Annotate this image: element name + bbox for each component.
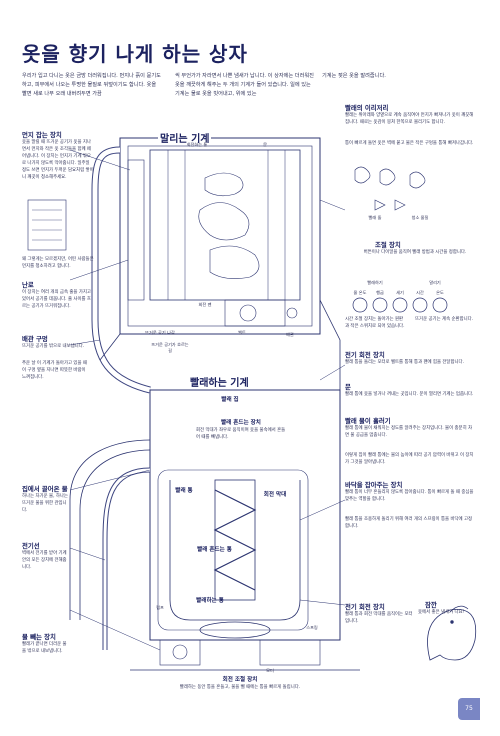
pipe-text-2: 추운 날 이 기계가 돌아가고 있을 때 이 구멍 옆을 지나면 따뜻한 바람이… — [22, 361, 87, 380]
control-sub-4: 시간 — [416, 290, 424, 295]
clothes-label-2: 청소 물질 — [411, 215, 429, 220]
label-tub: 빨래하는 통 — [196, 598, 224, 604]
plug-title: 집에서 끌어온 물 — [22, 485, 68, 493]
intro-col-3: 기계는 젖은 옷을 말려줍니다. — [322, 73, 386, 79]
lint-box-caption: 왜 그렇게는 모르겠지만, 어떤 사람들은 먼지를 청소하려고 합니다. — [22, 257, 94, 269]
control-sub-2: 헹굼 — [376, 290, 384, 295]
label-motor: 모터 — [266, 668, 274, 673]
motor2-title: 전기 회전 장치 — [345, 603, 385, 611]
pipe-title: 배관 구멍 — [22, 335, 48, 343]
control-caption-2: 뜨거운 공기는 계속 순환합니다. — [415, 317, 474, 322]
door-title: 문 — [345, 383, 351, 391]
clothes-label-1: 빨래 돌 — [368, 215, 382, 220]
control-sub-5: 온도 — [436, 290, 444, 295]
dryer-cabinet — [119, 137, 321, 335]
twin-text: 빨래 통이 너무 흔들리지 않도록 잡아줍니다. 통이 빠르게 돌 때 중심을 … — [345, 490, 474, 502]
control-title: 조절 장치 — [375, 241, 401, 249]
section-dryer: 말리는 기계 — [158, 130, 212, 145]
washer-cabinet — [149, 389, 341, 641]
control-sub-1: 물 온도 — [353, 290, 367, 295]
control-text: 버튼이나 다이얼을 움직여 빨래 방법과 시간을 정합니다. — [363, 250, 467, 255]
washer-drum-label: 회전 조절 장치 — [222, 677, 258, 683]
belt-title: 빨래 물이 흘러기 — [345, 417, 391, 425]
twin-text-2: 빨래 통을 조용하게 돌리기 위해 여러 개의 스프링이 통을 바닥에 고정합니… — [345, 517, 473, 529]
lint-title: 먼지 잡는 장치 — [22, 131, 62, 139]
control-dial-1: 빨래하기 — [367, 280, 383, 285]
squirrel-text: 옷에서 좋은 냄새가 나요! — [418, 610, 465, 615]
washer-motor-title: 빨래 흔드는 장치 — [221, 420, 261, 426]
twin-title: 바닥을 잡아주는 장치 — [345, 481, 403, 489]
label-lid-top: 빨래 집 — [221, 397, 239, 403]
lint-text: 옷을 말릴 때 뜨거운 공기가 옷을 지나면서 먼지와 작은 옷 조각들을 함께… — [22, 140, 94, 180]
label-airflow: 뜨거운 공기가 흐르는 길 — [151, 342, 189, 353]
squirrel-title: 잠깐 — [425, 601, 437, 609]
washer-motor-text: 회전 막대가 좌우로 움직이며 옷을 물속에서 흔들어 때를 빼냅니다. — [196, 428, 286, 440]
plug-text: 하나는 차가운 물, 하나는 뜨거운 물을 위한 관입니다. — [22, 494, 68, 513]
page-title: 옷을 향기 나게 하는 상자 — [22, 42, 248, 66]
control-sub-3: 세기 — [396, 290, 404, 295]
crossing-text: 빨래는 위아래와 양옆으로 계속 움직여야 먼지가 빠져나가 옷이 깨끗해집니다… — [345, 113, 474, 125]
label-spring: 스프링 — [306, 625, 318, 630]
label-pump: 펌프 — [156, 605, 164, 610]
power-text: 벽에서 전기를 받아 기계 안의 모든 장치에 전해줍니다. — [22, 551, 67, 570]
label-door: 문 — [263, 142, 267, 147]
label-hose: 빨래 통 — [175, 488, 193, 494]
label-dryer-vent: 뜨거운 공기 나감 — [145, 330, 175, 335]
pipe-text: 뜨거운 공기를 밖으로 내보냅니다. — [22, 344, 85, 349]
heater-title: 난로 — [22, 281, 34, 289]
label-tube: 배관 — [286, 332, 294, 337]
intro-col-1: 우리가 입고 다니는 옷은 금방 더러워집니다. 먼지나 흙이 묻기도 하고, … — [22, 73, 161, 97]
label-belt: 벨트 — [238, 330, 246, 335]
electric-title: 전기 회전 장치 — [345, 351, 385, 359]
page-number: 75 — [458, 698, 480, 720]
drain-title: 물 빼는 장치 — [22, 633, 56, 641]
dryer-drum — [149, 149, 301, 301]
crossing-text-2: 통이 빠르게 돌면 옷은 벽에 붙고 물은 작은 구멍을 통해 빠져나갑니다. — [345, 141, 474, 146]
belt-text: 빨래 통에 물이 채워지는 정도를 알려주는 장치입니다. 물이 충분히 차면 … — [345, 426, 473, 438]
washer-tub — [169, 480, 301, 621]
drain-text: 빨래가 끝나면 더러운 물을 밖으로 내보냅니다. — [22, 642, 67, 654]
power-title: 전기선 — [22, 542, 40, 550]
heater-text: 이 장치는 여러 개의 금속 줄을 가지고 있어서 공기를 데웁니다. 줄 사이… — [22, 290, 91, 309]
door-text: 빨래 통에 옷을 넣거나 꺼내는 곳입니다. 문이 열리면 기계는 멈춥니다. — [345, 392, 474, 397]
washer-inner-label: 빨래 흔드는 통 — [197, 547, 232, 553]
control-caption: 시간 조절 장치는 돌아가는 원판과 작은 스위치로 되어 있습니다. — [345, 317, 405, 329]
section-washer: 빨래하는 기계 — [188, 374, 251, 389]
intro-col-2: 씩 무언가가 자라면서 나쁜 냄새가 납니다. 이 상자에는 더러워진 옷을 깨… — [175, 73, 314, 97]
motor2-text: 빨래 통과 회전 막대를 움직이는 모터입니다. — [345, 612, 413, 624]
control-dial-2: 말리기 — [429, 280, 441, 285]
belt-text-2: 이렇게 집이 빨래 통에는 물의 높이에 따라 공기 압력이 바뀌고 이 장치가… — [345, 453, 474, 465]
label-drum: 회전하는 통 — [186, 142, 208, 147]
washer-drum-text: 빨래하는 동안 통을 흔들고, 물을 뺄 때에는 통을 빠르게 돌립니다. — [179, 685, 301, 690]
label-agitator: 회전 막대 — [263, 492, 287, 498]
label-blower: 회전 팬 — [198, 302, 212, 307]
crossing-title: 빨래의 이리저리 — [345, 104, 389, 112]
electric-text: 빨래 통을 돌리는 모터로 벨트를 통해 통과 팬에 힘을 전달합니다. — [345, 360, 464, 365]
